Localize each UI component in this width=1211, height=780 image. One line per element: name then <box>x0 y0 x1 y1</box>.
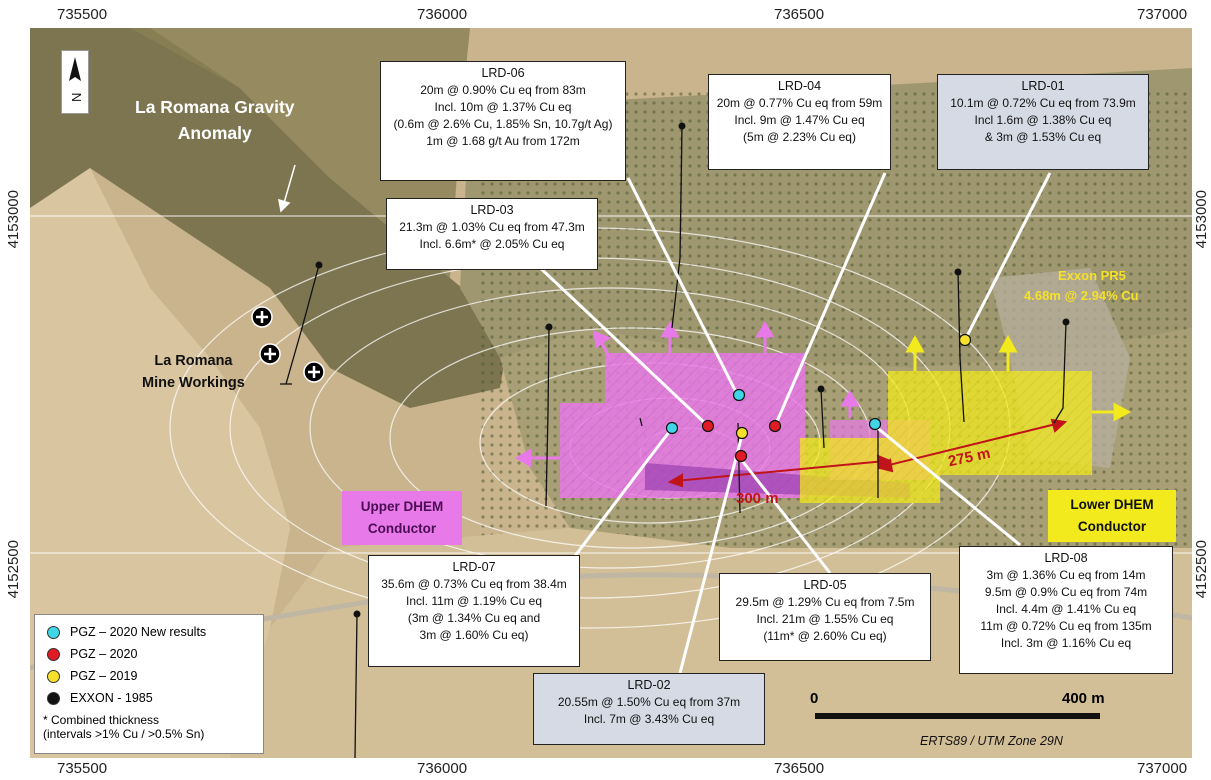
legend-label: PGZ – 2019 <box>70 669 138 683</box>
callout-lrd01: LRD-01 10.1m @ 0.72% Cu eq from 73.9m In… <box>937 74 1149 170</box>
callout-line: (11m* @ 2.60% Cu eq) <box>763 629 887 643</box>
callout-line: & 3m @ 1.53% Cu eq <box>984 130 1102 144</box>
scale-end-label: 400 m <box>1062 690 1105 707</box>
coord-bottom-736500: 736500 <box>774 760 825 777</box>
vegetation-dark-west <box>30 28 510 408</box>
callout-line: 11m @ 0.72% Cu eq from 135m <box>980 619 1152 633</box>
field-west <box>30 168 290 758</box>
callout-line: 9.5m @ 0.9% Cu eq from 74m <box>984 585 1148 599</box>
distance-arrows <box>667 418 1068 488</box>
legend-item: EXXON - 1985 <box>43 687 255 709</box>
callout-line: (5m @ 2.23% Cu eq) <box>743 130 856 144</box>
callout-line: 1m @ 1.68 g/t Au from 172m <box>426 134 580 148</box>
callout-line: Incl. 11m @ 1.19% Cu eq <box>405 594 543 608</box>
legend-item: PGZ – 2019 <box>43 665 255 687</box>
callout-title: LRD-05 <box>803 578 847 592</box>
callout-title: LRD-07 <box>452 560 496 574</box>
scale-start-label: 0 <box>810 690 819 707</box>
callout-title: LRD-01 <box>1021 79 1065 93</box>
callout-title: LRD-03 <box>470 203 514 217</box>
callout-lrd03: LRD-03 21.3m @ 1.03% Cu eq from 47.3m In… <box>386 198 598 270</box>
map-legend: PGZ – 2020 New results PGZ – 2020 PGZ – … <box>34 614 264 754</box>
coord-right-4152500: 4152500 <box>1193 540 1210 599</box>
coord-bottom-737000: 737000 <box>1137 760 1188 777</box>
legend-note: * Combined thickness (intervals >1% Cu /… <box>43 713 255 741</box>
callout-line: 20m @ 0.90% Cu eq from 83m <box>420 83 586 97</box>
gravity-arrow <box>278 164 296 213</box>
legend-item: PGZ – 2020 New results <box>43 621 255 643</box>
lower-dhem-arrows <box>905 334 1132 422</box>
callout-title: LRD-08 <box>1044 551 1088 565</box>
mine-workings-label: La Romana Mine Workings <box>142 353 245 391</box>
exxon-drill-traces <box>280 125 1067 758</box>
callout-title: LRD-04 <box>777 79 822 93</box>
legend-label: EXXON - 1985 <box>70 691 153 705</box>
pgz-collars <box>665 333 972 463</box>
exxon-pr5-title: Exxon PR5 <box>1058 268 1126 283</box>
callout-line: (0.6m @ 2.6% Cu, 1.85% Sn, 10.7g/t Ag) <box>393 117 613 131</box>
coord-top-737000: 737000 <box>1137 6 1188 23</box>
callout-line: 3m @ 1.36% Cu eq from 14m <box>986 568 1146 582</box>
callout-lrd02: LRD-02 20.55m @ 1.50% Cu eq from 37m Inc… <box>533 673 765 745</box>
exxon-collars <box>315 122 1070 618</box>
north-arrow-icon <box>69 57 81 81</box>
callout-line: 20.55m @ 1.50% Cu eq from 37m <box>557 695 741 709</box>
legend-label: PGZ – 2020 New results <box>70 625 207 639</box>
gravity-anomaly-label: La Romana Gravity Anomaly <box>135 97 295 143</box>
legend-red-dot-icon <box>47 647 60 661</box>
callout-line: 10.1m @ 0.72% Cu eq from 73.9m <box>950 96 1136 110</box>
callout-line: Incl. 9m @ 1.47% Cu eq <box>734 113 865 127</box>
callout-line: Incl. 4.4m @ 1.41% Cu eq <box>995 602 1137 616</box>
callout-line: 20m @ 0.77% Cu eq from 59m <box>716 96 883 110</box>
exxon-pr5-value: 4.68m @ 2.94% Cu <box>1024 288 1139 303</box>
coord-top-735500: 735500 <box>57 6 108 23</box>
callout-line: 21.3m @ 1.03% Cu eq from 47.3m <box>399 220 585 234</box>
callout-lrd06: LRD-06 20m @ 0.90% Cu eq from 83m Incl. … <box>380 61 626 181</box>
crs-label: ERTS89 / UTM Zone 29N <box>920 734 1063 748</box>
callout-title: LRD-02 <box>627 678 671 692</box>
north-letter: N <box>69 93 84 102</box>
legend-label: PGZ – 2020 <box>70 647 138 661</box>
callout-title: LRD-06 <box>481 66 525 80</box>
coord-left-4153000: 4153000 <box>5 190 22 249</box>
callout-line: 35.6m @ 0.73% Cu eq from 38.4m <box>381 577 567 591</box>
callout-line: 29.5m @ 1.29% Cu eq from 7.5m <box>735 595 915 609</box>
scale-bar <box>815 713 1100 719</box>
callout-lrd08: LRD-08 3m @ 1.36% Cu eq from 14m 9.5m @ … <box>959 546 1173 674</box>
legend-note-line: (intervals >1% Cu / >0.5% Sn) <box>43 727 205 741</box>
north-arrow: N <box>61 50 89 114</box>
callout-line: Incl. 7m @ 3.43% Cu eq <box>583 712 715 726</box>
mine-workings-symbols <box>251 306 325 383</box>
callout-line: Incl. 6.6m* @ 2.05% Cu eq <box>419 237 565 251</box>
legend-yellow-dot-icon <box>47 669 60 683</box>
coord-left-4152500: 4152500 <box>5 540 22 599</box>
callout-lrd04: LRD-04 20m @ 0.77% Cu eq from 59m Incl. … <box>708 74 891 170</box>
callout-line: Incl. 21m @ 1.55% Cu eq <box>756 612 894 626</box>
legend-black-dot-icon <box>47 691 60 705</box>
coord-top-736500: 736500 <box>774 6 825 23</box>
callout-line: Incl 1.6m @ 1.38% Cu eq <box>974 113 1112 127</box>
coord-bottom-735500: 735500 <box>57 760 108 777</box>
legend-cyan-dot-icon <box>47 625 60 639</box>
callout-line: Incl. 10m @ 1.37% Cu eq <box>434 100 572 114</box>
upper-dhem-arrows <box>515 321 860 468</box>
callout-line: (3m @ 1.34% Cu eq and <box>407 611 541 625</box>
lower-dhem-conductor <box>800 371 1092 503</box>
legend-item: PGZ – 2020 <box>43 643 255 665</box>
coord-bottom-736000: 736000 <box>417 760 468 777</box>
callout-leaders <box>533 172 1052 674</box>
callout-line: 3m @ 1.60% Cu eq) <box>419 628 529 642</box>
lower-dhem-label: Lower DHEM Conductor <box>1048 490 1176 542</box>
coord-top-736000: 736000 <box>417 6 468 23</box>
coord-right-4153000: 4153000 <box>1193 190 1210 249</box>
legend-note-line: * Combined thickness <box>43 713 160 727</box>
map-frame: N La Romana Gravity Anomaly La Romana Mi… <box>30 28 1192 758</box>
upper-dhem-label: Upper DHEM Conductor <box>342 491 462 545</box>
callout-lrd05: LRD-05 29.5m @ 1.29% Cu eq from 7.5m Inc… <box>719 573 931 661</box>
callout-lrd07: LRD-07 35.6m @ 0.73% Cu eq from 38.4m In… <box>368 555 580 667</box>
callout-line: Incl. 3m @ 1.16% Cu eq <box>1000 636 1132 650</box>
distance-300m: 300 m <box>736 490 779 507</box>
